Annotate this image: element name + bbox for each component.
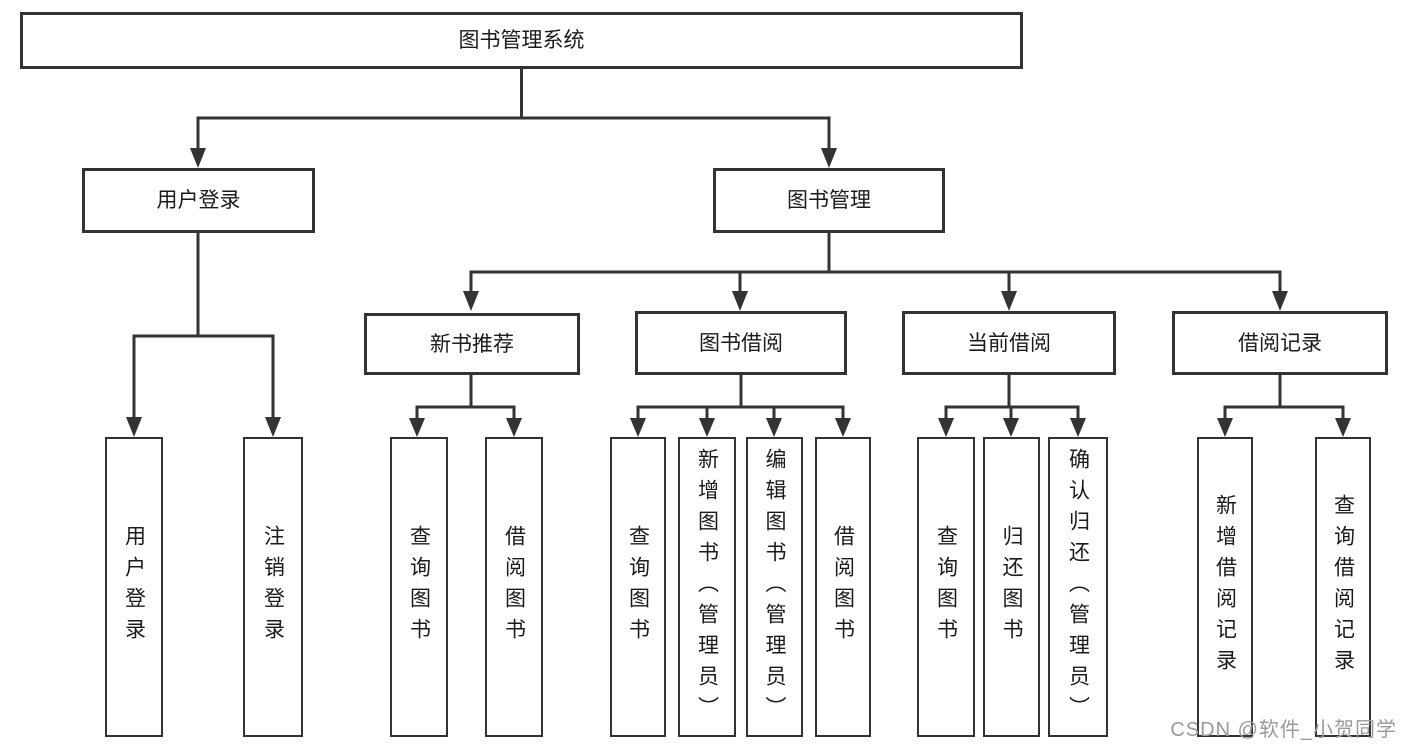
node-leaf-add-book: 新增图书（管理员） — [678, 437, 736, 737]
node-label: 当前借阅 — [967, 331, 1051, 355]
node-current-borrow: 当前借阅 — [902, 311, 1116, 375]
edge-current-borrow-children — [938, 375, 1086, 437]
node-label: 借阅图书 — [502, 525, 526, 649]
node-label: 确认归还（管理员） — [1066, 447, 1090, 727]
node-label: 新书推荐 — [430, 332, 514, 356]
node-leaf-borrow-book-2: 借阅图书 — [815, 437, 871, 737]
edge-user-login-children — [126, 233, 281, 437]
node-label: 图书管理系统 — [458, 29, 585, 52]
node-leaf-logout: 注销登录 — [243, 437, 303, 737]
node-leaf-user-login: 用户登录 — [105, 437, 163, 737]
node-leaf-edit-book: 编辑图书（管理员） — [746, 437, 803, 737]
node-label: 归还图书 — [1000, 525, 1023, 649]
node-label: 借阅记录 — [1238, 331, 1322, 355]
node-leaf-query-book-1: 查询图书 — [390, 437, 448, 737]
node-new-book-rec: 新书推荐 — [364, 313, 580, 375]
node-label: 查询图书 — [407, 525, 431, 649]
node-leaf-query-record: 查询借阅记录 — [1315, 437, 1371, 737]
node-label: 新增图书（管理员） — [695, 447, 719, 727]
node-leaf-query-book-2: 查询图书 — [610, 437, 666, 737]
node-label: 查询借阅记录 — [1331, 494, 1355, 680]
watermark: CSDN @软件_小贺同学 — [1170, 719, 1397, 741]
node-leaf-borrow-book-1: 借阅图书 — [485, 437, 543, 737]
node-book-borrow: 图书借阅 — [635, 311, 847, 375]
edge-book-mgmt-children — [463, 233, 1288, 311]
node-leaf-add-record: 新增借阅记录 — [1197, 437, 1253, 737]
node-root: 图书管理系统 — [20, 12, 1023, 69]
node-label: 注销登录 — [261, 525, 285, 649]
edge-new-book-rec-children — [409, 375, 522, 437]
node-book-mgmt: 图书管理 — [713, 168, 945, 233]
edge-book-borrow-children — [630, 375, 851, 437]
node-user-login: 用户登录 — [82, 168, 315, 233]
node-borrow-record: 借阅记录 — [1172, 311, 1388, 375]
node-leaf-confirm-return: 确认归还（管理员） — [1048, 437, 1108, 737]
node-label: 新增借阅记录 — [1213, 494, 1237, 680]
node-leaf-query-book-3: 查询图书 — [917, 437, 975, 737]
node-label: 图书管理 — [787, 189, 871, 212]
node-label: 用户登录 — [156, 189, 241, 212]
node-label: 借阅图书 — [831, 525, 855, 649]
node-label: 图书借阅 — [699, 331, 783, 355]
edge-root-to-level2 — [190, 69, 837, 168]
node-label: 编辑图书（管理员） — [763, 447, 786, 727]
node-leaf-return-book: 归还图书 — [983, 437, 1040, 737]
edge-borrow-record-children — [1217, 375, 1351, 437]
node-label: 用户登录 — [122, 525, 146, 649]
node-label: 查询图书 — [626, 525, 650, 649]
node-label: 查询图书 — [934, 525, 958, 649]
